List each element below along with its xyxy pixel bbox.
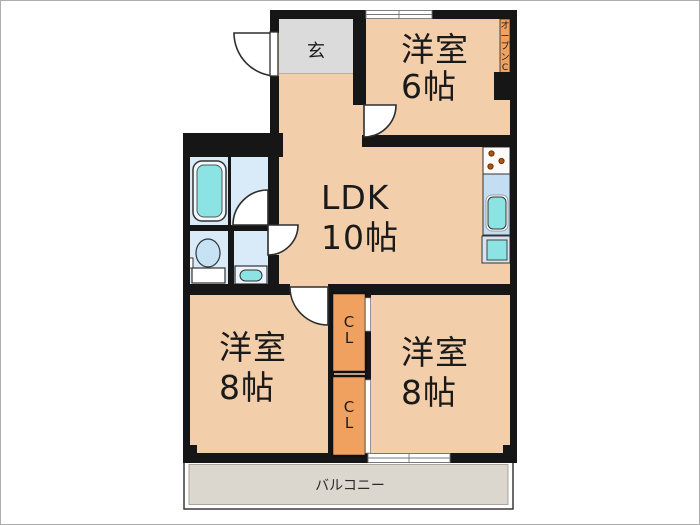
wall-mid-left	[183, 284, 290, 295]
wall-toilet-washroom-divider	[228, 231, 234, 284]
wall-genkan-bedroom6	[353, 10, 366, 105]
stove-burner-icon	[488, 150, 495, 157]
wall-bedroom6-bottom	[362, 135, 510, 147]
wall-mid-right	[328, 284, 517, 295]
bedroom8-right-label: 洋室 8帖	[401, 333, 469, 413]
bedroom8-right-name: 洋室	[401, 333, 469, 372]
bedroom6-size: 6帖	[401, 67, 457, 106]
bedroom8-right-size: 8帖	[401, 373, 457, 412]
ldk-name: LDK	[321, 178, 390, 217]
entrance-door-leaf	[269, 31, 279, 77]
wall-top-left	[270, 10, 366, 19]
closet-bottom-door	[365, 379, 371, 454]
wall-post-bottom-right	[503, 445, 517, 463]
open-closet-label: オープンCL	[500, 21, 510, 84]
bedroom6-name: 洋室	[401, 30, 469, 69]
genkan-label: 玄	[307, 41, 325, 62]
washer-pan	[486, 239, 508, 261]
balcony-floor	[188, 464, 509, 505]
wall-post-bottom-left	[183, 445, 197, 463]
washroom-door-swing	[267, 224, 299, 256]
bedroom8-left-label: 洋室 8帖	[219, 328, 287, 408]
toilet-tank	[191, 267, 226, 284]
bedroom8-left-door-swing	[289, 286, 329, 326]
bathroom-door-swing	[232, 189, 269, 226]
wall-bath-toilet-divider	[190, 225, 268, 231]
closet-top-area	[330, 291, 368, 374]
ldk-label: LDK 10帖	[321, 178, 399, 258]
genkan-floor	[279, 19, 353, 73]
bathtub	[196, 164, 223, 218]
wall-bath-left	[183, 157, 190, 295]
bedroom6-door-swing	[363, 104, 397, 138]
wall-bedroom8-left	[183, 295, 190, 463]
stove-unit	[482, 146, 511, 175]
kitchen-sink	[487, 196, 507, 230]
bedroom8-left-name: 洋室	[219, 328, 287, 367]
washbasin-sink	[239, 269, 263, 282]
wall-entrance-post	[270, 10, 279, 33]
closet-top-door	[365, 297, 371, 332]
wall-right	[510, 10, 517, 463]
bedroom6-label: 洋室 6帖	[401, 31, 469, 105]
closet-top-label: CL	[343, 313, 355, 347]
wall-bath-right-lower	[268, 255, 279, 295]
wall-bottom	[183, 453, 517, 463]
wall-closet-right	[365, 295, 371, 460]
wall-open-closet-end	[494, 72, 510, 100]
bedroom8-left-size: 8帖	[219, 368, 275, 407]
stove-burner-icon	[498, 157, 505, 165]
wall-bath-right-upper	[268, 157, 279, 225]
bath-divider-wall	[228, 157, 231, 225]
balcony-label: バルコニー	[315, 478, 385, 494]
wall-top-right	[432, 10, 517, 19]
bath-block-top-wall	[183, 133, 283, 157]
closet-bottom-label: CL	[343, 398, 355, 432]
ldk-size: 10帖	[321, 218, 399, 257]
wall-left-upper	[270, 76, 279, 140]
stove-burner-icon	[487, 163, 494, 170]
toilet-bowl	[195, 238, 221, 268]
